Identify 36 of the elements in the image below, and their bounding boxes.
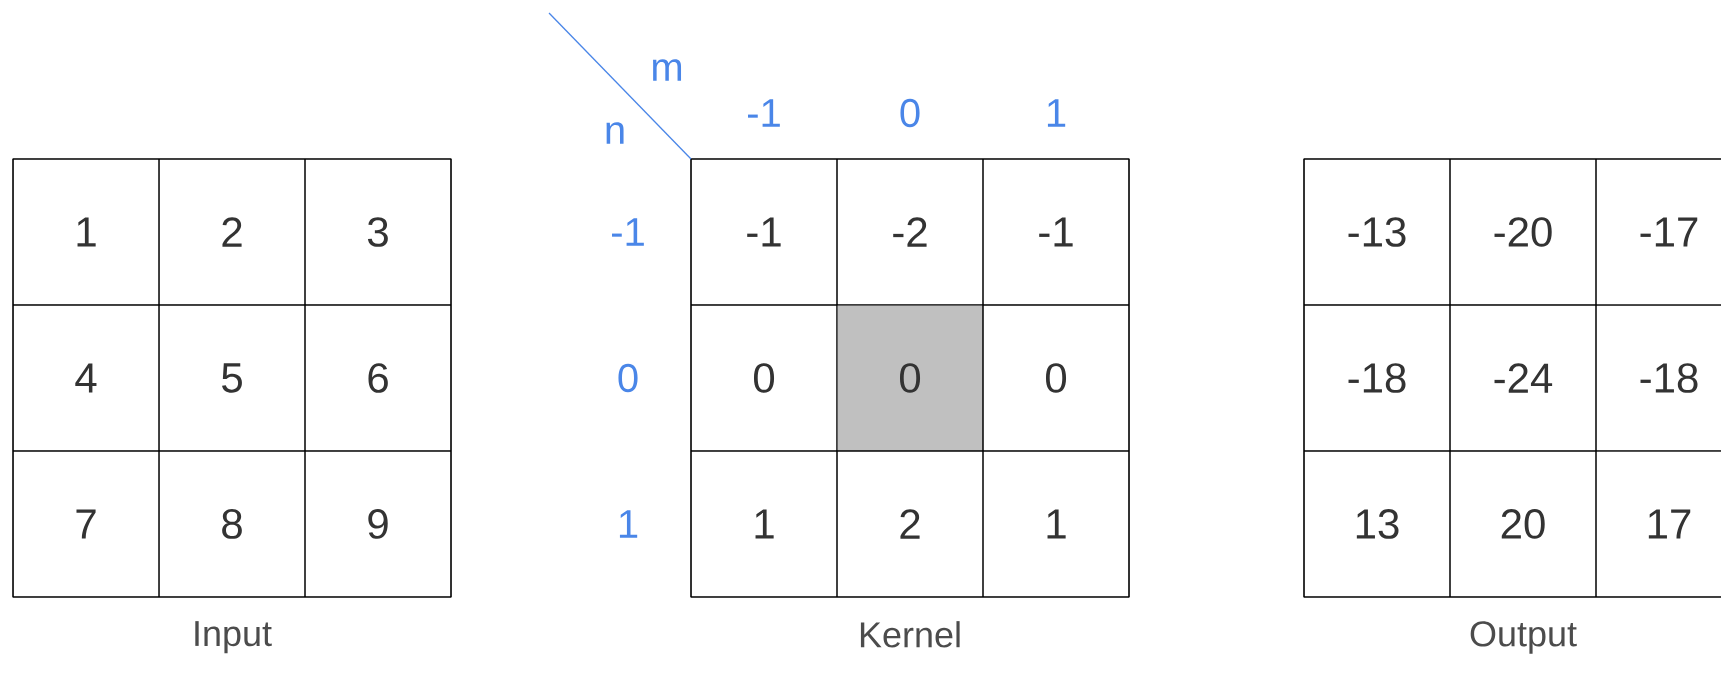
node-label: Kernel [860,621,960,648]
grid-cell: 4 [12,304,160,452]
node-label: Output [1470,621,1577,654]
grid-cell: -18 [1303,304,1451,452]
grid-cell: -18 [1595,304,1721,452]
column-index: -1 [748,99,780,127]
grid-cell: 17 [1595,450,1721,598]
grid-cell: 13 [1303,450,1451,598]
grid-cell: -24 [1449,304,1597,452]
grid-cell: 3 [304,158,452,306]
grid-cell: 7 [12,450,160,598]
axis-label: n [606,122,624,144]
column-index: 0 [900,98,920,128]
grid-cell: -1 [690,158,838,306]
grid-cell: -1 [982,158,1130,306]
grid-cell: 0 [836,304,984,452]
axis-label: m [653,59,682,81]
grid-cell: 9 [304,450,452,598]
row-index: 0 [618,363,638,393]
grid-cell: 20 [1449,450,1597,598]
grid-cell: -17 [1595,158,1721,306]
grid-cell: 1 [982,450,1130,598]
grid-cell: 1 [12,158,160,306]
grid-cell: 6 [304,304,452,452]
grid-cell: 5 [158,304,306,452]
grid-cell: -20 [1449,158,1597,306]
grid-cell: 8 [158,450,306,598]
grid-cell: 0 [982,304,1130,452]
node-label: Input [195,621,272,654]
row-index: 1 [619,510,638,538]
column-index: 1 [1047,99,1066,127]
grid-cell: 2 [158,158,306,306]
grid-cell: 2 [836,450,984,598]
row-index: -1 [612,218,644,246]
grid-cell: -13 [1303,158,1451,306]
grid-cell: 1 [690,450,838,598]
